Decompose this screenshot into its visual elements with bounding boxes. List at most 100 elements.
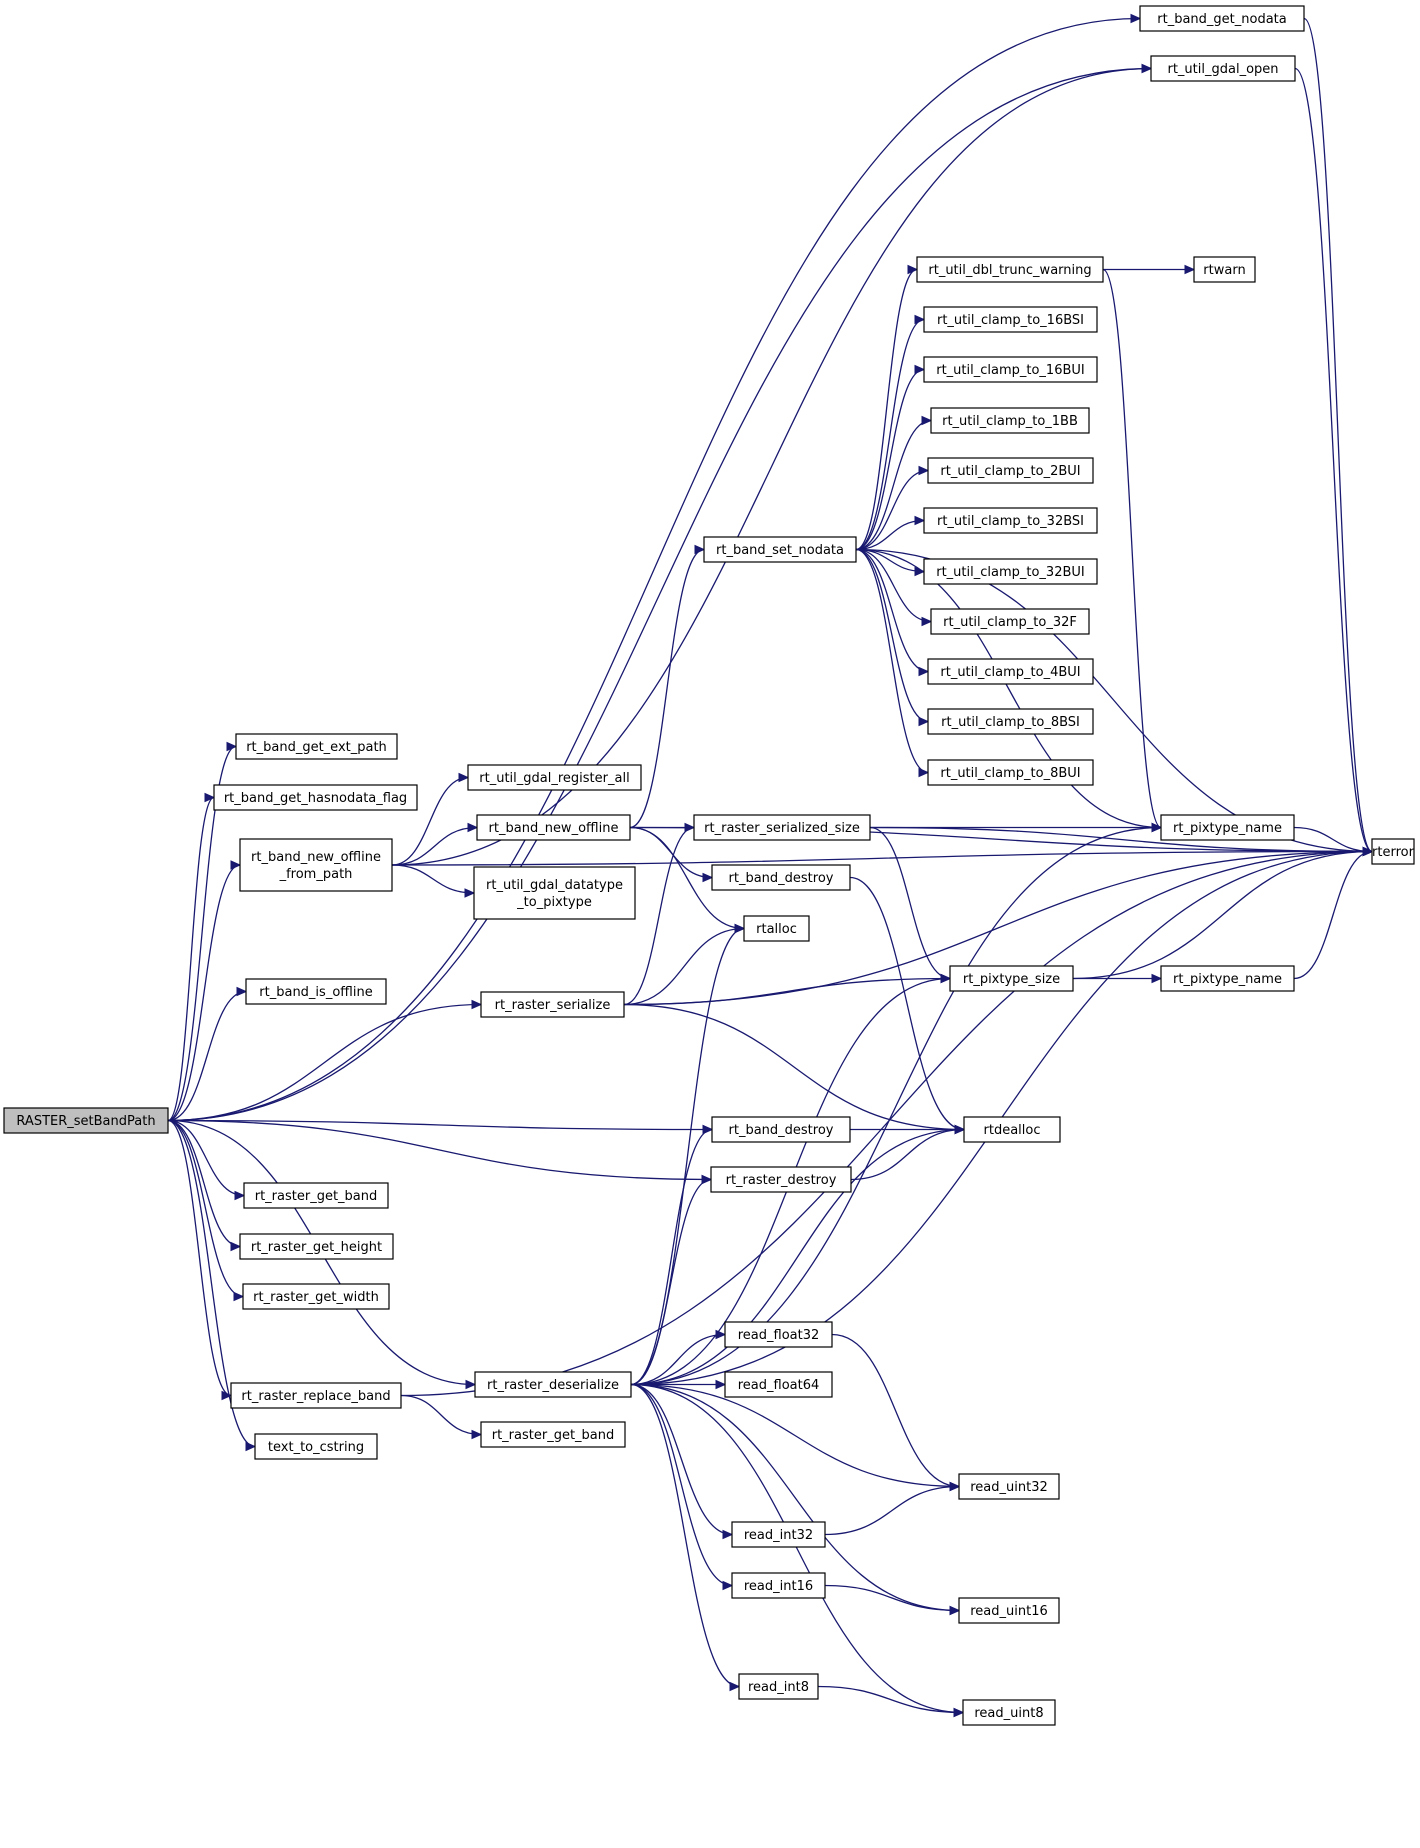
edge-root-to-get-band1	[167, 1119, 246, 1201]
node-tcs[interactable]: text_to_cstring	[254, 1433, 378, 1460]
node-box	[724, 1371, 833, 1398]
node-rterror[interactable]: rterror	[1371, 838, 1415, 865]
edge-i32-to-u32	[824, 1481, 961, 1536]
edge-destroy2-to-rtdealloc	[850, 1124, 966, 1135]
node-u8[interactable]: read_uint8	[962, 1699, 1056, 1726]
node-serialize[interactable]: rt_raster_serialize	[480, 991, 625, 1018]
node-get-width[interactable]: rt_raster_get_width	[242, 1283, 390, 1310]
edge-root-to-new-off-path	[167, 860, 242, 1122]
node-c2bui[interactable]: rt_util_clamp_to_2BUI	[927, 457, 1094, 484]
node-box	[916, 256, 1104, 283]
node-rtdealloc[interactable]: rtdealloc	[963, 1116, 1061, 1143]
node-c32bsi[interactable]: rt_util_clamp_to_32BSI	[923, 507, 1098, 534]
node-new-off[interactable]: rt_band_new_offline	[476, 814, 631, 841]
node-box	[242, 1283, 390, 1310]
node-box	[958, 1473, 1060, 1500]
node-root[interactable]: RASTER_setBandPath	[3, 1107, 169, 1134]
edge-set-nodata-to-dbl-trunc	[855, 264, 919, 551]
edge-arrowhead	[230, 1241, 242, 1252]
node-label: text_to_cstring	[268, 1440, 364, 1455]
node-is-offline[interactable]: rt_band_is_offline	[245, 978, 387, 1005]
node-c8bui[interactable]: rt_util_clamp_to_8BUI	[927, 759, 1094, 786]
edge-arrowhead	[921, 415, 933, 426]
edge-line	[855, 548, 1373, 853]
node-label: rt_util_clamp_to_16BUI	[936, 363, 1085, 378]
edge-arrowhead	[471, 999, 483, 1010]
node-box	[958, 1597, 1060, 1624]
node-f32[interactable]: read_float32	[724, 1321, 833, 1348]
node-c16bui[interactable]: rt_util_clamp_to_16BUI	[923, 356, 1098, 383]
node-hasnodata[interactable]: rt_band_get_hasnodata_flag	[213, 784, 418, 811]
node-label: rt_util_clamp_to_32F	[943, 615, 1077, 630]
edge-line	[630, 1383, 964, 1714]
node-c8bsi[interactable]: rt_util_clamp_to_8BSI	[927, 708, 1094, 735]
edge-line	[855, 548, 929, 673]
node-pixname1[interactable]: rt_pixtype_name	[1160, 814, 1295, 841]
node-rtwarn[interactable]: rtwarn	[1193, 256, 1256, 283]
node-label: read_uint16	[970, 1604, 1048, 1619]
node-replace[interactable]: rt_raster_replace_band	[230, 1382, 402, 1409]
node-get-height[interactable]: rt_raster_get_height	[239, 1233, 394, 1260]
edge-arrowhead	[918, 716, 930, 727]
node-u32[interactable]: read_uint32	[958, 1473, 1060, 1500]
edge-line	[391, 776, 469, 866]
node-set-nodata[interactable]: rt_band_set_nodata	[703, 536, 857, 563]
edge-gdal-open-to-rterror	[1294, 67, 1374, 857]
node-label: rt_band_set_nodata	[716, 543, 844, 558]
edge-arrowhead	[954, 1124, 966, 1135]
node-gdal-open[interactable]: rt_util_gdal_open	[1150, 55, 1296, 82]
edge-deser-to-i16	[630, 1383, 734, 1591]
edge-dbl-trunc-to-pixname1	[1102, 268, 1163, 833]
node-dbl-trunc[interactable]: rt_util_dbl_trunc_warning	[916, 256, 1104, 283]
node-i32[interactable]: read_int32	[731, 1521, 826, 1548]
edge-line	[623, 850, 1373, 1006]
edge-serialize-to-ser-size	[623, 822, 696, 1006]
edge-set-nodata-to-c16bui	[855, 364, 926, 551]
node-ext-path[interactable]: rt_band_get_ext_path	[235, 733, 398, 760]
edge-rdestroy-to-rtdealloc	[850, 1124, 966, 1181]
node-u16[interactable]: read_uint16	[958, 1597, 1060, 1624]
edge-line	[824, 1485, 960, 1536]
node-pixsize[interactable]: rt_pixtype_size	[949, 965, 1074, 992]
edge-arrowhead	[953, 1707, 965, 1718]
node-i8[interactable]: read_int8	[738, 1673, 819, 1700]
node-label: rt_util_clamp_to_16BSI	[937, 313, 1084, 328]
node-i16[interactable]: read_int16	[731, 1572, 826, 1599]
node-c32f[interactable]: rt_util_clamp_to_32F	[930, 608, 1090, 635]
node-destroy1[interactable]: rt_band_destroy	[711, 864, 851, 891]
node-get-nodata[interactable]: rt_band_get_nodata	[1139, 5, 1305, 32]
node-pixname2[interactable]: rt_pixtype_name	[1160, 965, 1295, 992]
node-c32bui[interactable]: rt_util_clamp_to_32BUI	[923, 558, 1098, 585]
node-label: rt_util_gdal_register_all	[479, 771, 629, 786]
node-f64[interactable]: read_float64	[724, 1371, 833, 1398]
edge-set-nodata-to-c8bui	[855, 548, 930, 778]
node-rtalloc[interactable]: rtalloc	[743, 915, 810, 942]
node-c4bui[interactable]: rt_util_clamp_to_4BUI	[927, 658, 1094, 685]
node-c16bsi[interactable]: rt_util_clamp_to_16BSI	[923, 306, 1098, 333]
node-destroy2[interactable]: rt_band_destroy	[711, 1116, 851, 1143]
node-new-off-path[interactable]: rt_band_new_offline_from_path	[239, 838, 393, 892]
edge-root-to-hasnodata	[167, 792, 216, 1122]
node-label: RASTER_setBandPath	[16, 1114, 155, 1129]
edge-set-nodata-to-c4bui	[855, 548, 930, 677]
edge-line	[630, 1128, 713, 1386]
node-box	[213, 784, 418, 811]
node-gdal-reg[interactable]: rt_util_gdal_register_all	[467, 764, 642, 791]
edge-arrowhead	[918, 767, 930, 778]
node-dtype-pix[interactable]: rt_util_gdal_datatype_to_pixtype	[473, 866, 636, 920]
edge-line	[167, 1003, 482, 1122]
node-box	[480, 1421, 626, 1448]
edge-arrowhead	[204, 792, 216, 803]
node-get-band2[interactable]: rt_raster_get_band	[480, 1421, 626, 1448]
node-box	[467, 764, 642, 791]
node-label: rt_raster_get_band	[492, 1428, 615, 1443]
edge-serialize-to-rtalloc	[623, 923, 746, 1006]
node-c1bb[interactable]: rt_util_clamp_to_1BB	[930, 407, 1090, 434]
edge-arrowhead	[702, 1124, 714, 1135]
node-deser[interactable]: rt_raster_deserialize	[474, 1371, 632, 1398]
node-rdestroy[interactable]: rt_raster_destroy	[710, 1166, 852, 1193]
node-get-band1[interactable]: rt_raster_get_band	[243, 1182, 389, 1209]
edge-arrowhead	[234, 1190, 246, 1201]
edge-line	[623, 1003, 965, 1131]
node-ser-size[interactable]: rt_raster_serialized_size	[693, 814, 871, 841]
